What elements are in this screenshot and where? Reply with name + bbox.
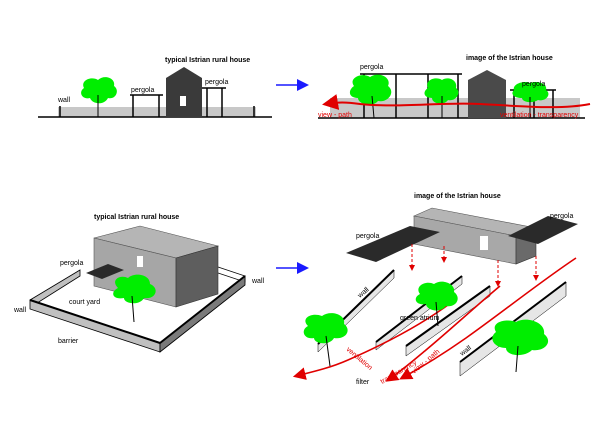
- house-elevation: [166, 67, 202, 117]
- panel-top-right: image of the Istrian house pergola pergo…: [318, 55, 591, 119]
- filter-wall-edge: [405, 285, 491, 347]
- tree-trunk: [435, 301, 439, 327]
- panel-bottom-right: image of the Istrian house pergola pergo…: [292, 193, 578, 386]
- label-pergola: pergola: [60, 260, 83, 267]
- tree-canopy: [492, 319, 549, 356]
- label-wall: wall: [251, 278, 265, 285]
- house-door: [480, 236, 488, 250]
- label-view-path: view - path: [318, 112, 352, 119]
- wall-top-edge: [159, 275, 246, 344]
- tree-canopy: [303, 313, 348, 344]
- label-filter: filter: [356, 379, 370, 386]
- tree-canopy: [113, 274, 156, 304]
- pergola-canopy: [86, 264, 124, 279]
- title-typical-house-1: typical Istrian rural house: [165, 57, 250, 64]
- label-barrier: barrier: [58, 338, 79, 345]
- house-door: [137, 256, 143, 267]
- label-green-atrium: green atrium: [400, 315, 439, 322]
- ventilation-arrow: [292, 301, 453, 380]
- view-path-arrow: [399, 257, 577, 380]
- tree-canopy: [349, 74, 392, 105]
- tree-trunk: [325, 335, 331, 367]
- tree-trunk: [131, 295, 135, 323]
- ground-band: [330, 98, 580, 118]
- panel-top-left: typical Istrian rural house wall pergola…: [38, 57, 272, 118]
- courtyard-wall-front-left: [29, 299, 161, 353]
- label-pergola: pergola: [356, 233, 379, 240]
- label-pergola: pergola: [550, 213, 573, 220]
- pergola-canopy: [346, 226, 440, 262]
- label-wall: wall: [13, 307, 27, 314]
- title-image-house-2: image of the Istrian house: [414, 193, 501, 200]
- house-elevation: [468, 70, 506, 118]
- house-door: [180, 96, 186, 106]
- wall-top-edge: [29, 299, 161, 344]
- label-ventilation-transparency: ventilation - transparency: [500, 112, 579, 119]
- tree-canopy: [81, 77, 117, 104]
- tree-canopy: [415, 281, 458, 311]
- title-image-house-1: image of the Istrian house: [466, 55, 553, 62]
- pergola-canopy: [508, 216, 578, 244]
- label-pergola: pergola: [131, 87, 154, 94]
- house-side-wall: [175, 245, 219, 308]
- ground-band: [58, 107, 256, 117]
- tree-canopy: [512, 81, 549, 103]
- title-typical-house-2: typical Istrian rural house: [94, 214, 179, 221]
- tree-trunk: [371, 95, 375, 119]
- label-court-yard: court yard: [69, 299, 100, 306]
- label-wall: wall: [57, 97, 71, 104]
- tree-trunk: [515, 345, 519, 373]
- panel-bottom-left: typical Istrian rural house pergola wall…: [13, 214, 265, 353]
- projection-lines: [409, 244, 539, 287]
- label-pergola: pergola: [522, 81, 545, 88]
- tree-canopy: [424, 78, 459, 104]
- pergola-structure: [130, 94, 163, 117]
- ventilation-arrow: [322, 94, 591, 110]
- label-pergola: pergola: [360, 64, 383, 71]
- pergola-structure: [202, 87, 226, 117]
- label-pergola: pergola: [205, 79, 228, 86]
